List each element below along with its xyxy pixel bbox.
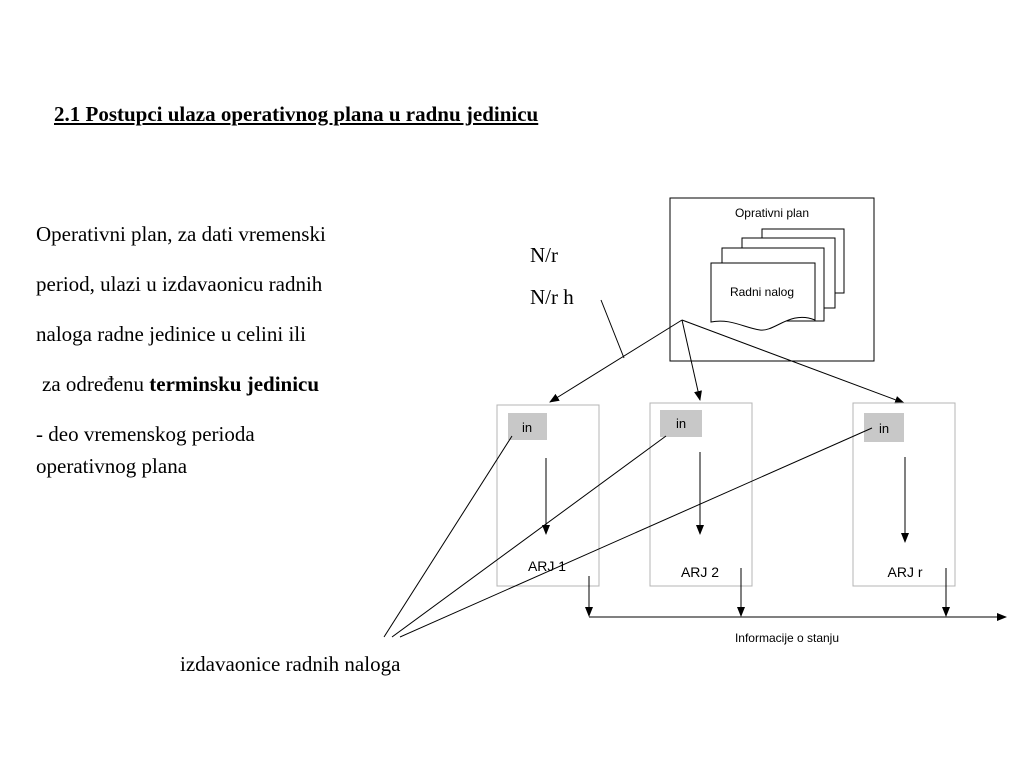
- unit-box-arj-1: [496, 404, 600, 587]
- arrow-to-arj-r: [681, 319, 905, 404]
- terminska-jedinica-term: terminsku jedinicu: [149, 372, 320, 396]
- unit-label-arj-2: ARJ 2: [681, 564, 719, 580]
- issuing-offices-label: izdavaonice radnih naloga: [180, 652, 401, 676]
- issuing-pointer-arj-r: [399, 427, 873, 638]
- label-nrh: N/r h: [530, 285, 574, 309]
- description-line-5: - deo vremenskog perioda: [36, 422, 255, 446]
- issuing-pointer-arj-2: [391, 435, 667, 638]
- label-pointer-line: [600, 299, 625, 359]
- in-box-arj-1: [508, 413, 547, 440]
- arrow-to-arj-1: [549, 319, 683, 403]
- operational-plan-label: Oprativni plan: [735, 206, 809, 220]
- page-title: 2.1 Postupci ulaza operativnog plana u r…: [54, 102, 539, 126]
- unit-box-arj-2: [649, 402, 753, 587]
- work-order-label: Radni nalog: [730, 285, 794, 299]
- unit-box-arj-r: [852, 402, 956, 587]
- description-text: Operativni plan, za dati vremenski perio…: [36, 222, 456, 486]
- issuing-pointer-arj-1: [383, 435, 513, 638]
- description-line-4: za određenu terminsku jedinicu: [36, 372, 456, 422]
- in-label-arj-r: in: [879, 421, 889, 436]
- in-label-arj-1: in: [522, 420, 532, 435]
- work-order-stack: [710, 228, 845, 331]
- in-label-arj-2: in: [676, 416, 686, 431]
- description-line-3: naloga radne jedinice u celini ili: [36, 322, 306, 346]
- work-order-document-icon: [710, 262, 816, 331]
- label-nr: N/r: [530, 243, 558, 267]
- status-info-label: Informacije o stanju: [735, 631, 839, 645]
- description-line-2: period, ulazi u izdavaonicu radnih: [36, 272, 323, 296]
- description-line-1: Operativni plan, za dati vremenski: [36, 222, 326, 246]
- unit-label-arj-1: ARJ 1: [528, 558, 566, 574]
- in-box-arj-2: [660, 410, 702, 437]
- arrow-to-arj-2: [681, 319, 702, 401]
- in-box-arj-r: [864, 413, 904, 442]
- description-line-4-prefix: za određenu: [42, 372, 145, 396]
- description-line-6: operativnog plana: [36, 454, 188, 478]
- unit-label-arj-r: ARJ r: [888, 564, 923, 580]
